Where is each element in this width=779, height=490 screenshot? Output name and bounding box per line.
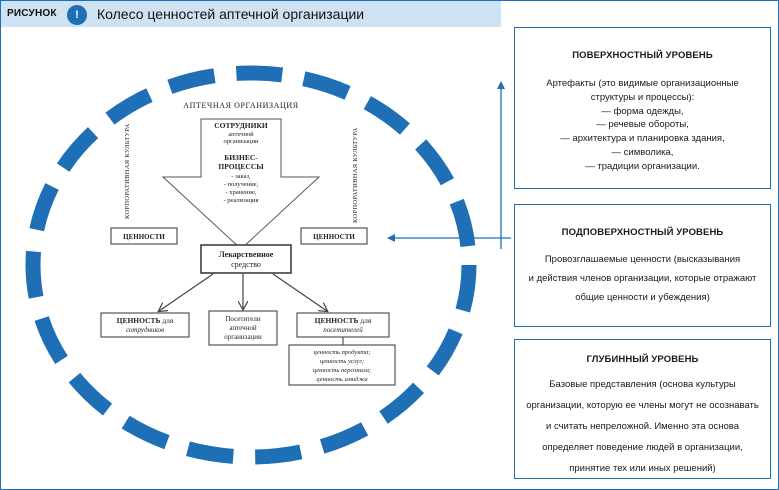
visitor-value-box bbox=[296, 312, 390, 338]
arrow-line-2: аптечной bbox=[228, 131, 254, 138]
subsurface-level-box: ПОДПОВЕРХНОСТНЫЙ УРОВЕНЬ Провозглашаемые… bbox=[514, 204, 771, 327]
drug-box bbox=[200, 244, 292, 274]
business-arrow-text: СОТРУДНИКИ аптечной организации БИЗНЕС- … bbox=[214, 121, 268, 204]
visitors-box bbox=[208, 310, 278, 346]
drug-line-1: Лекарственное bbox=[219, 250, 274, 259]
employee-value-rest: для bbox=[160, 316, 173, 325]
visitor-value-bold: ЦЕННОСТЬ bbox=[315, 316, 359, 325]
arrow-line-3: организации bbox=[224, 138, 259, 145]
surface-level-title: ПОВЕРХНОСТНЫЙ УРОВЕНЬ bbox=[572, 50, 713, 61]
visitor-list-item-3: ценность персонала; bbox=[313, 367, 371, 374]
right-values-box bbox=[300, 227, 368, 245]
surface-level-line: — архитектура и планировка здания, bbox=[560, 133, 725, 145]
surface-level-line: Артефакты (это видимые организационные bbox=[546, 78, 739, 89]
corporate-culture-right: КОРПОРАТИВНАЯ КУЛЬТУРА bbox=[352, 127, 359, 223]
arrow-line-5: ПРОЦЕССЫ bbox=[218, 162, 264, 171]
org-title: АПТЕЧНАЯ ОРГАНИЗАЦИЯ bbox=[183, 101, 298, 110]
figure-header: РИСУНОК ! Колесо ценностей аптечной орга… bbox=[1, 1, 501, 27]
visitor-list-item-4: ценность имиджа bbox=[316, 376, 367, 383]
visitors-line-1: Посетители bbox=[225, 315, 260, 323]
subsurface-level-line: Провозглашаемые ценности (высказывания bbox=[544, 254, 741, 265]
employee-value-line-2: сотрудников bbox=[126, 326, 164, 334]
surface-level-line: — символика, bbox=[611, 146, 674, 158]
arrow-line-8: - хранение, bbox=[225, 189, 256, 196]
employee-value-bold: ЦЕННОСТЬ bbox=[117, 316, 161, 325]
left-values-label: ЦЕННОСТИ bbox=[123, 233, 165, 241]
surface-level-box: ПОВЕРХНОСТНЫЙ УРОВЕНЬ Артефакты (это вид… bbox=[514, 27, 771, 189]
arrow-to-employee-value bbox=[159, 273, 214, 311]
visitors-line-2: аптечной bbox=[229, 324, 257, 332]
arrow-to-visitor-value bbox=[272, 273, 327, 311]
deep-level-line: принятие тех или иных решений) bbox=[569, 462, 716, 474]
arrow-line-7: - получение, bbox=[224, 181, 259, 188]
visitor-value-line-2: посетителей bbox=[323, 326, 363, 334]
visitor-value-list: ценность продукта; ценность услуг; ценно… bbox=[313, 349, 371, 383]
figure-title: Колесо ценностей аптечной организации bbox=[97, 6, 365, 22]
drug-line-2: средство bbox=[231, 260, 261, 269]
arrow-line-4: БИЗНЕС- bbox=[224, 153, 258, 162]
left-values-box bbox=[110, 227, 178, 245]
deep-level-line: и считать непреложной. Именно эта основа bbox=[546, 420, 739, 432]
employee-value-box bbox=[100, 312, 190, 338]
right-values-label: ЦЕННОСТИ bbox=[313, 233, 355, 241]
subsurface-level-title: ПОДПОВЕРХНОСТНЫЙ УРОВЕНЬ bbox=[561, 227, 724, 238]
visitor-value-line-1: ЦЕННОСТЬ для bbox=[315, 316, 372, 325]
surface-level-line: — форма одежды, bbox=[601, 105, 684, 117]
surface-level-line: — традиции организации. bbox=[585, 160, 700, 172]
visitor-value-list-box bbox=[288, 344, 396, 386]
surface-level-line: структуры и процессы): bbox=[590, 91, 695, 103]
deep-level-box: ГЛУБИННЫЙ УРОВЕНЬ Базовые представления … bbox=[514, 339, 771, 479]
business-arrow-shape bbox=[161, 118, 321, 250]
subsurface-level-line: общие ценности и убеждения) bbox=[575, 292, 710, 303]
surface-level-line: — речевые обороты, bbox=[596, 119, 689, 131]
arrow-line-1: СОТРУДНИКИ bbox=[214, 121, 268, 130]
deep-level-line: определяет поведение людей в организации… bbox=[542, 441, 743, 453]
figure-badge: РИСУНОК bbox=[7, 8, 57, 19]
deep-level-line: организации, которую ее члены могут не о… bbox=[526, 399, 759, 411]
arrow-line-6: - заказ, bbox=[231, 173, 251, 180]
values-wheel-diagram: АПТЕЧНАЯ ОРГАНИЗАЦИЯ КОРПОРАТИВНАЯ КУЛЬТ… bbox=[25, 65, 511, 465]
subsurface-level-line: и действия членов организации, которые о… bbox=[528, 273, 757, 284]
corporate-culture-left: КОРПОРАТИВНАЯ КУЛЬТУРА bbox=[124, 123, 131, 219]
dashed-wheel bbox=[25, 65, 477, 465]
alert-icon: ! bbox=[67, 5, 87, 25]
arrow-line-9: - реализация bbox=[223, 197, 258, 204]
visitor-list-item-1: ценность продукта; bbox=[313, 349, 370, 356]
visitor-value-rest: для bbox=[358, 316, 371, 325]
deep-level-title: ГЛУБИННЫЙ УРОВЕНЬ bbox=[586, 354, 699, 365]
employee-value-line-1: ЦЕННОСТЬ для bbox=[117, 316, 174, 325]
deep-level-line: Базовые представления (основа культуры bbox=[549, 379, 736, 390]
visitors-line-3: организации bbox=[224, 333, 262, 341]
visitor-list-item-2: ценность услуг; bbox=[320, 358, 364, 365]
